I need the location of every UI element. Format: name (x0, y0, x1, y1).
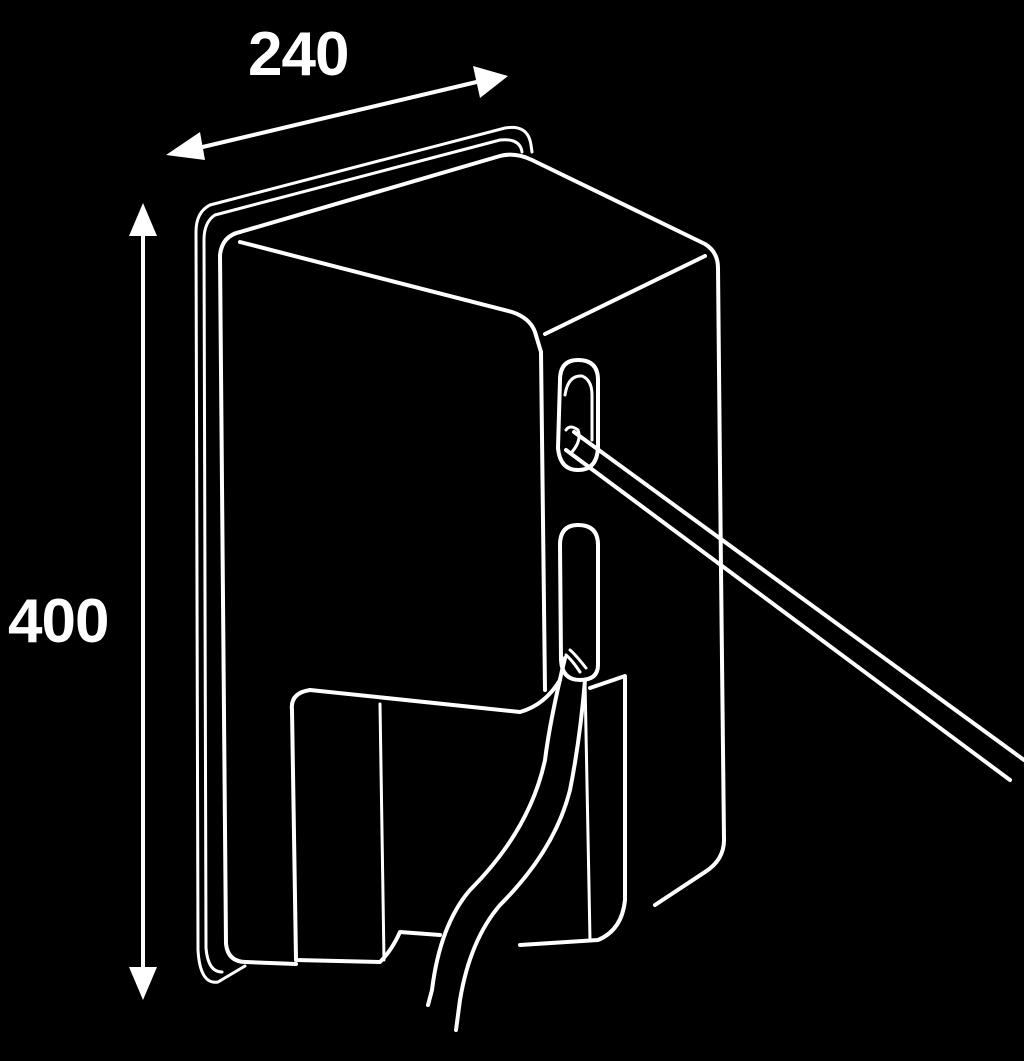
width-dimension-label: 240 (248, 20, 349, 89)
probe-rod (564, 425, 1024, 782)
cable-holder (289, 674, 627, 964)
height-dimension-arrow-icon (129, 203, 157, 1000)
enclosure-body (218, 152, 726, 966)
width-dimension-arrow-icon (166, 66, 508, 160)
upper-slot (556, 358, 600, 472)
lower-slot (558, 523, 600, 682)
power-cable (426, 648, 588, 1032)
mounting-plate (194, 125, 534, 984)
height-dimension-label: 400 (8, 587, 109, 656)
